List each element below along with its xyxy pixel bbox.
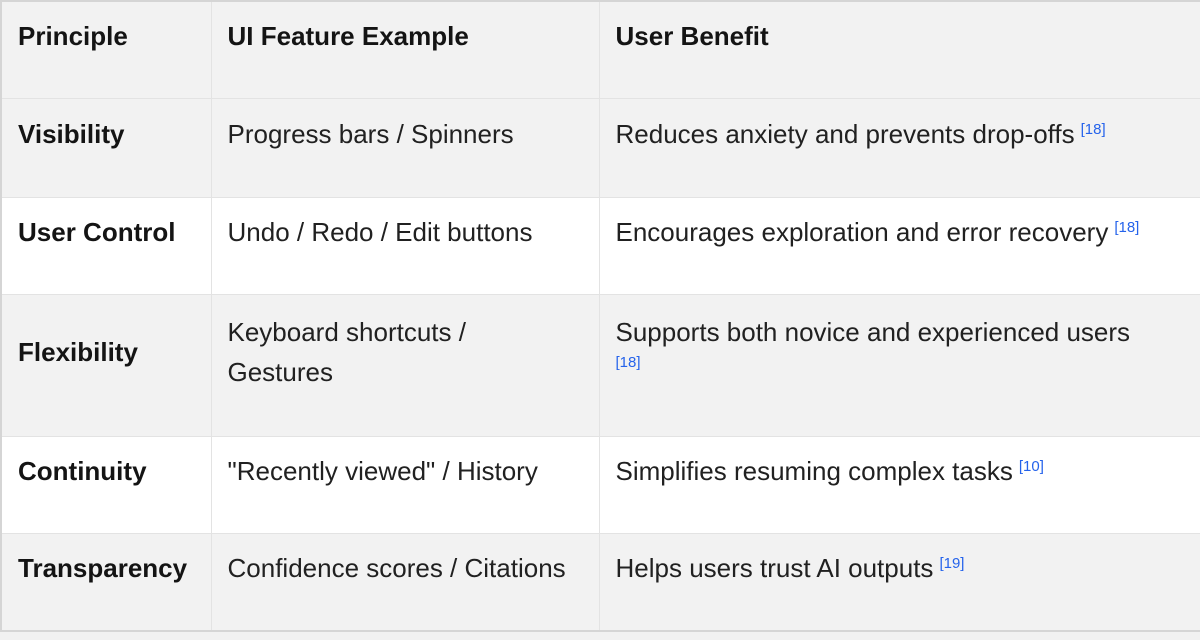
principle-cell: Transparency (0, 533, 212, 632)
benefit-cell: Simplifies resuming complex tasks [10] (598, 436, 1200, 534)
column-header-principle: Principle (0, 0, 212, 99)
principle-cell: Visibility (0, 98, 212, 198)
principle-cell: Continuity (0, 436, 212, 534)
citation-link[interactable]: [19] (939, 555, 965, 572)
benefit-text: Supports both novice and experienced use… (615, 316, 1131, 347)
benefit-text: Helps users trust AI outputs (615, 553, 934, 583)
feature-cell: "Recently viewed" / History (210, 436, 600, 534)
table-row-visibility: Visibility Progress bars / Spinners Redu… (0, 98, 1200, 198)
principle-cell: User Control (0, 197, 212, 295)
citation-link[interactable]: [18] (615, 353, 641, 371)
principle-cell: Flexibility (0, 294, 212, 437)
table-row-continuity: Continuity "Recently viewed" / History S… (0, 436, 1200, 534)
benefit-cell: Encourages exploration and error recover… (598, 197, 1200, 295)
table-row-user-control: User Control Undo / Redo / Edit buttons … (0, 197, 1200, 295)
citation-link[interactable]: [10] (1018, 458, 1044, 475)
column-header-feature: UI Feature Example (210, 0, 600, 99)
benefit-text: Simplifies resuming complex tasks (615, 456, 1013, 486)
header-row: Principle UI Feature Example User Benefi… (0, 0, 1200, 99)
citation-link[interactable]: [18] (1114, 219, 1140, 236)
benefit-cell: Helps users trust AI outputs [19] (598, 533, 1200, 632)
benefit-text: Reduces anxiety and prevents drop-offs (615, 119, 1075, 149)
feature-cell: Progress bars / Spinners (210, 98, 600, 198)
table-row-flexibility: Flexibility Keyboard shortcuts / Gesture… (0, 294, 1200, 437)
benefit-text: Encourages exploration and error recover… (615, 217, 1109, 247)
feature-cell: Keyboard shortcuts / Gestures (210, 294, 600, 437)
benefit-cell: Supports both novice and experienced use… (598, 294, 1200, 437)
column-header-benefit: User Benefit (598, 0, 1200, 99)
citation-link[interactable]: [18] (1080, 121, 1106, 138)
benefit-cell: Reduces anxiety and prevents drop-offs [1… (598, 98, 1200, 198)
feature-cell: Confidence scores / Citations (210, 533, 600, 632)
feature-cell: Undo / Redo / Edit buttons (210, 197, 600, 295)
table-row-transparency: Transparency Confidence scores / Citatio… (0, 533, 1200, 632)
